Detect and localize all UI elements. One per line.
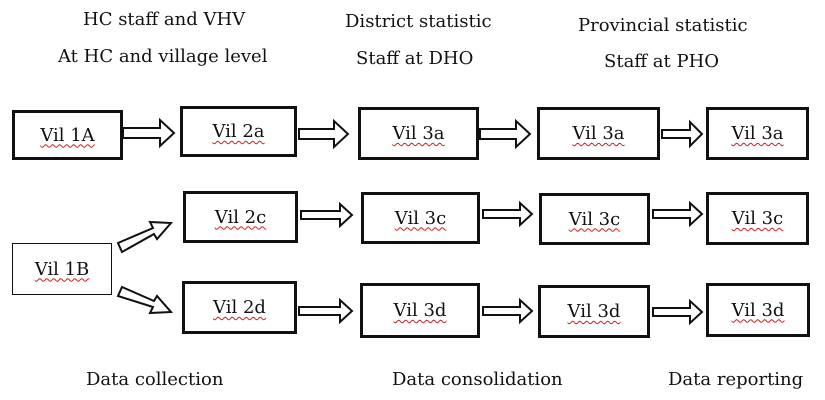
node-vil-2c: Vil 2c <box>183 191 298 243</box>
arrow-r1-4 <box>661 119 704 149</box>
header-provincial-line2: Staff at PHO <box>604 51 720 72</box>
arrow-r3-1 <box>298 297 354 325</box>
node-vil-1b: Vil 1B <box>12 243 112 295</box>
arrow-r2-1 <box>300 201 354 229</box>
header-district-line2: Staff at DHO <box>356 48 474 69</box>
arrow-r2-3 <box>652 200 704 228</box>
header-hc-line1: HC staff and VHV <box>83 9 246 30</box>
arrow-r2-2 <box>482 200 534 228</box>
node-vil-1a: Vil 1A <box>12 110 123 160</box>
arrow-r1-1 <box>122 117 176 149</box>
node-vil-3d-dho: Vil 3d <box>360 283 480 338</box>
arrow-r1-2 <box>298 118 350 150</box>
stage-data-collection: Data collection <box>86 369 224 390</box>
arrow-diag-down <box>116 285 174 315</box>
header-hc-line2: At HC and village level <box>58 46 268 67</box>
node-vil-3d-report: Vil 3d <box>706 283 810 337</box>
node-vil-3c-dho: Vil 3c <box>361 192 480 244</box>
node-vil-3c-report: Vil 3c <box>706 192 809 245</box>
arrow-r3-3 <box>652 298 704 326</box>
header-provincial-line1: Provincial statistic <box>578 15 748 36</box>
node-vil-3a-pho: Vil 3a <box>537 107 660 160</box>
node-vil-3a-dho: Vil 3a <box>358 107 479 160</box>
stage-data-reporting: Data reporting <box>668 369 804 390</box>
node-vil-3d-pho: Vil 3d <box>538 285 650 338</box>
node-vil-2d: Vil 2d <box>182 281 297 334</box>
node-vil-2a: Vil 2a <box>180 106 297 157</box>
node-vil-3c-pho: Vil 3c <box>539 193 650 245</box>
stage-data-consolidation: Data consolidation <box>392 369 563 390</box>
header-district-line1: District statistic <box>345 11 492 32</box>
arrow-diag-up <box>116 220 174 254</box>
arrow-r3-2 <box>482 297 534 325</box>
arrow-r1-3 <box>479 118 532 150</box>
node-vil-3a-report: Vil 3a <box>706 107 809 160</box>
